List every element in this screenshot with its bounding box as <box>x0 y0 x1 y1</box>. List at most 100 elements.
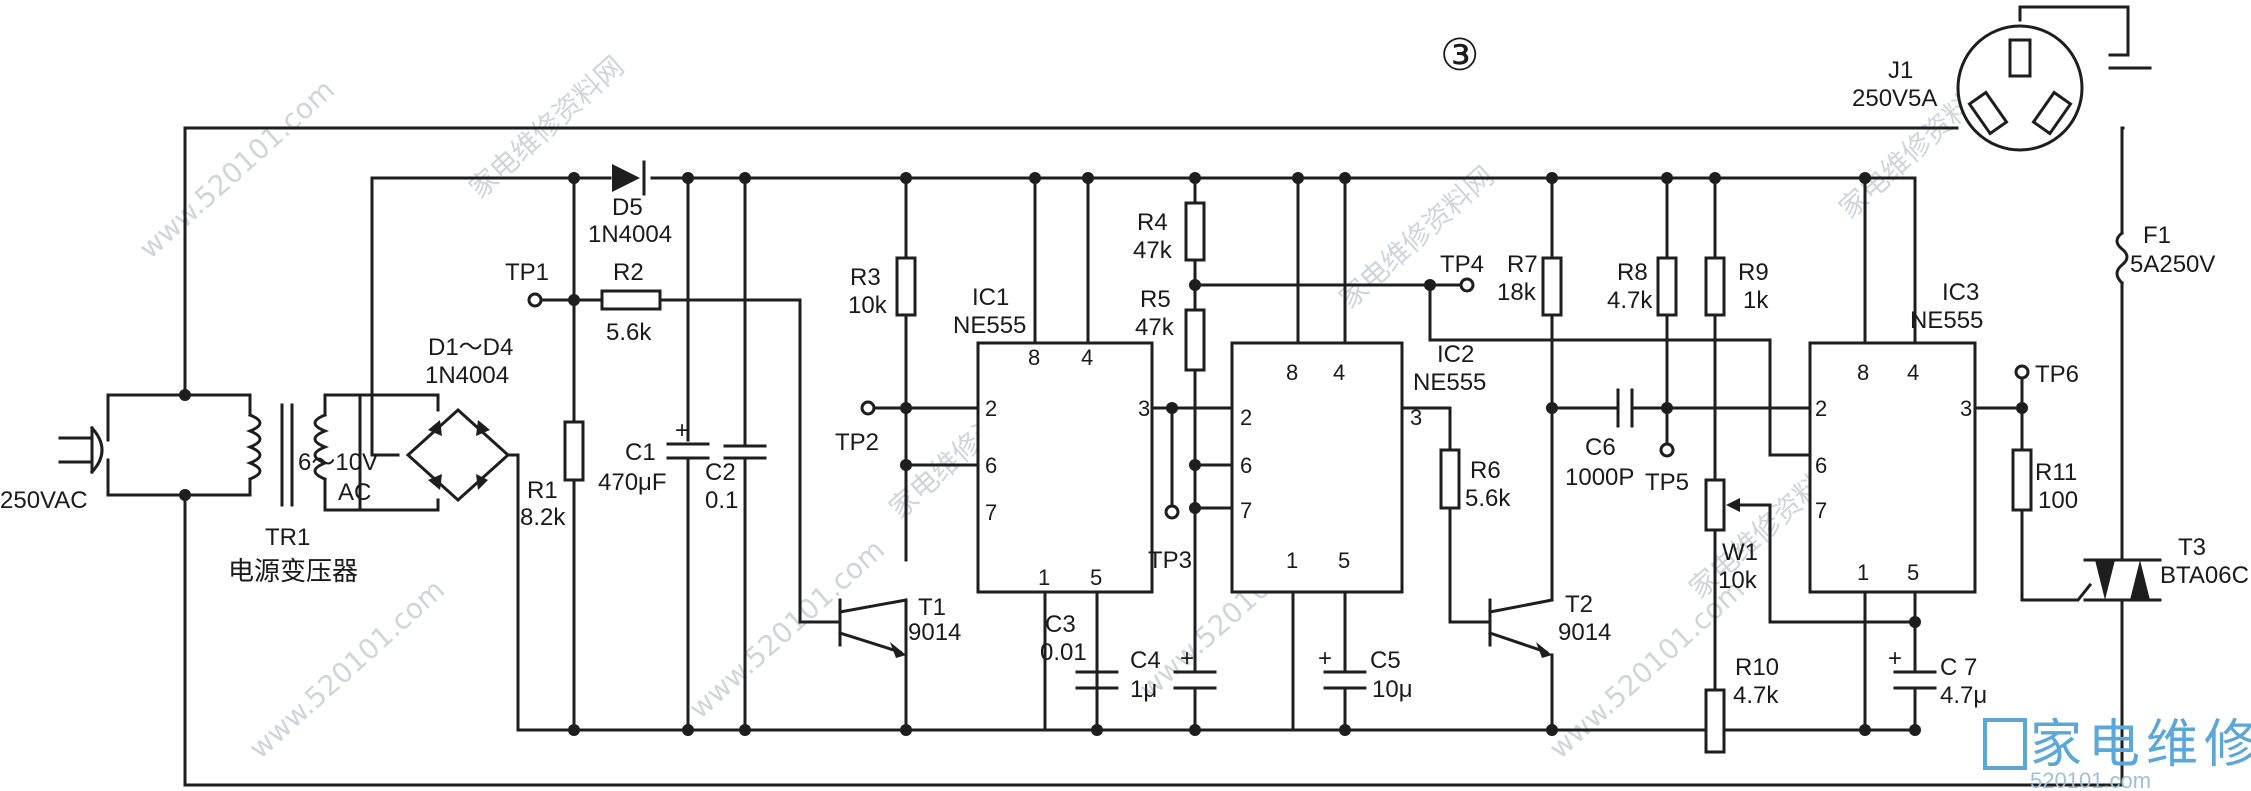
ic2-pin-4: 4 <box>1333 360 1345 385</box>
logo-url: 520101.com <box>2030 768 2151 791</box>
tp3: TP3 <box>1148 504 1192 574</box>
tr1-secondary-voltage: 6～10V <box>298 449 378 476</box>
resistor-r9: R9 1k <box>1704 256 1769 317</box>
r9-ref: R9 <box>1738 259 1769 286</box>
r9-value: 1k <box>1743 287 1769 314</box>
ic2-pin-3: 3 <box>1410 405 1422 430</box>
r1-ref: R1 <box>527 477 558 504</box>
triac-t3: T3 BTA06C <box>2083 520 2249 602</box>
logo-text: 家电维修资料 <box>2030 715 2251 775</box>
t2-part: 9014 <box>1558 619 1611 646</box>
transformer-tr1: 6～10V AC TR1 电源变压器 <box>228 393 378 587</box>
resistor-r6: R6 5.6k <box>1439 448 1511 512</box>
bridge-ref: D1～D4 <box>428 334 513 361</box>
c2-ref: C2 <box>705 459 736 486</box>
tp4: TP4 <box>1428 251 1484 293</box>
ic3-pin-6: 6 <box>1815 453 1827 478</box>
watermark-text: 家电维修资料网 <box>1333 160 1501 316</box>
resistor-r5: R5 47k <box>1135 286 1206 372</box>
r7-value: 18k <box>1497 279 1537 306</box>
resistor-r10: R10 4.7k <box>1704 654 1779 754</box>
ic2-pin-7: 7 <box>1240 498 1252 523</box>
bridge-part: 1N4004 <box>425 362 509 389</box>
r5-ref: R5 <box>1140 286 1171 313</box>
tr1-ref: TR1 <box>265 524 310 551</box>
tp1-label: TP1 <box>505 259 549 286</box>
ic2-pin-2: 2 <box>1240 405 1252 430</box>
ic1-part: NE555 <box>953 312 1026 339</box>
tp6-label: TP6 <box>2035 361 2079 388</box>
ic3-pin-3: 3 <box>1960 396 1972 421</box>
ic3-pin-7: 7 <box>1815 498 1827 523</box>
resistor-r8: R8 4.7k <box>1607 256 1678 317</box>
capacitor-c6: C6 1000P <box>1565 388 1634 491</box>
potentiometer-w1: W1 10k <box>1704 478 1758 594</box>
r10-value: 4.7k <box>1733 682 1779 709</box>
tp2-label: TP2 <box>835 429 879 456</box>
c7-value: 4.7μ <box>1940 682 1987 709</box>
resistor-r7: R7 18k <box>1497 251 1563 317</box>
watermark-text: www.520101.com <box>243 573 451 765</box>
ic1-pin-8: 8 <box>1028 345 1040 370</box>
f1-ref: F1 <box>2143 222 2171 249</box>
r3-ref: R3 <box>850 264 881 291</box>
ic2-pin-1: 1 <box>1286 548 1298 573</box>
capacitor-c4: + C4 1μ <box>1130 645 1217 703</box>
w1-ref: W1 <box>1722 539 1758 566</box>
r6-ref: R6 <box>1470 457 1501 484</box>
mains-input-label: 250VAC <box>0 487 88 514</box>
ic1-ref: IC1 <box>972 284 1009 311</box>
r8-ref: R8 <box>1617 259 1648 286</box>
bridge-rectifier: D1～D4 1N4004 <box>405 334 513 503</box>
r5-value: 47k <box>1135 314 1175 341</box>
transistor-t1: T1 9014 <box>838 594 961 732</box>
ic1-pin-4: 4 <box>1081 345 1093 370</box>
diode-d5: D5 1N4004 <box>588 160 672 248</box>
ic2-part: NE555 <box>1413 369 1486 396</box>
fuse-f1: F1 5A250V <box>2115 222 2215 286</box>
ic1-pin-6: 6 <box>985 453 997 478</box>
c6-ref: C6 <box>1585 434 1616 461</box>
junctions <box>179 172 2028 736</box>
r2-ref: R2 <box>613 259 644 286</box>
d5-part: 1N4004 <box>588 221 672 248</box>
c7-plus: + <box>1888 645 1902 672</box>
ic1-pin-3: 3 <box>1138 396 1150 421</box>
r10-ref: R10 <box>1735 654 1779 681</box>
r2-value: 5.6k <box>606 319 652 346</box>
t1-part: 9014 <box>908 619 961 646</box>
t3-ref: T3 <box>2178 534 2206 561</box>
ic1-pin-5: 5 <box>1090 565 1102 590</box>
ic3-ref: IC3 <box>1942 279 1979 306</box>
watermark-text: www.520101.com <box>683 533 891 725</box>
ic1-pin-1: 1 <box>1038 565 1050 590</box>
c3-ref: C3 <box>1045 611 1076 638</box>
capacitor-c2: C2 0.1 <box>705 444 767 514</box>
tp2: TP2 <box>835 400 879 456</box>
j1-ref: J1 <box>1888 57 1913 84</box>
tr1-name: 电源变压器 <box>228 557 358 587</box>
tp5-label: TP5 <box>1645 469 1689 496</box>
r1-value: 8.2k <box>520 504 566 531</box>
ic3-pin-4: 4 <box>1907 360 1919 385</box>
ic3-pin-2: 2 <box>1815 396 1827 421</box>
r8-value: 4.7k <box>1607 287 1653 314</box>
capacitor-c7: + C 7 4.7μ <box>1888 645 1987 709</box>
d5-ref: D5 <box>612 194 643 221</box>
r6-value: 5.6k <box>1465 485 1511 512</box>
ic2-pin-6: 6 <box>1240 453 1252 478</box>
ic2-pin-5: 5 <box>1338 548 1350 573</box>
capacitor-c5: + C5 10μ <box>1318 645 1413 703</box>
c4-plus: + <box>1180 645 1194 672</box>
mains-plug: 250VAC <box>0 425 104 514</box>
c5-plus: + <box>1318 645 1332 672</box>
f1-rating: 5A250V <box>2130 251 2215 278</box>
c1-plus: + <box>675 417 689 444</box>
c4-value: 1μ <box>1130 676 1157 703</box>
figure-number: ③ <box>1440 30 1479 81</box>
ic3-ne555: IC3 NE555 8 4 2 6 7 3 1 5 <box>1808 279 1983 594</box>
c5-value: 10μ <box>1372 676 1413 703</box>
tp4-label: TP4 <box>1440 251 1484 278</box>
resistor-r2: R2 5.6k <box>600 259 662 346</box>
